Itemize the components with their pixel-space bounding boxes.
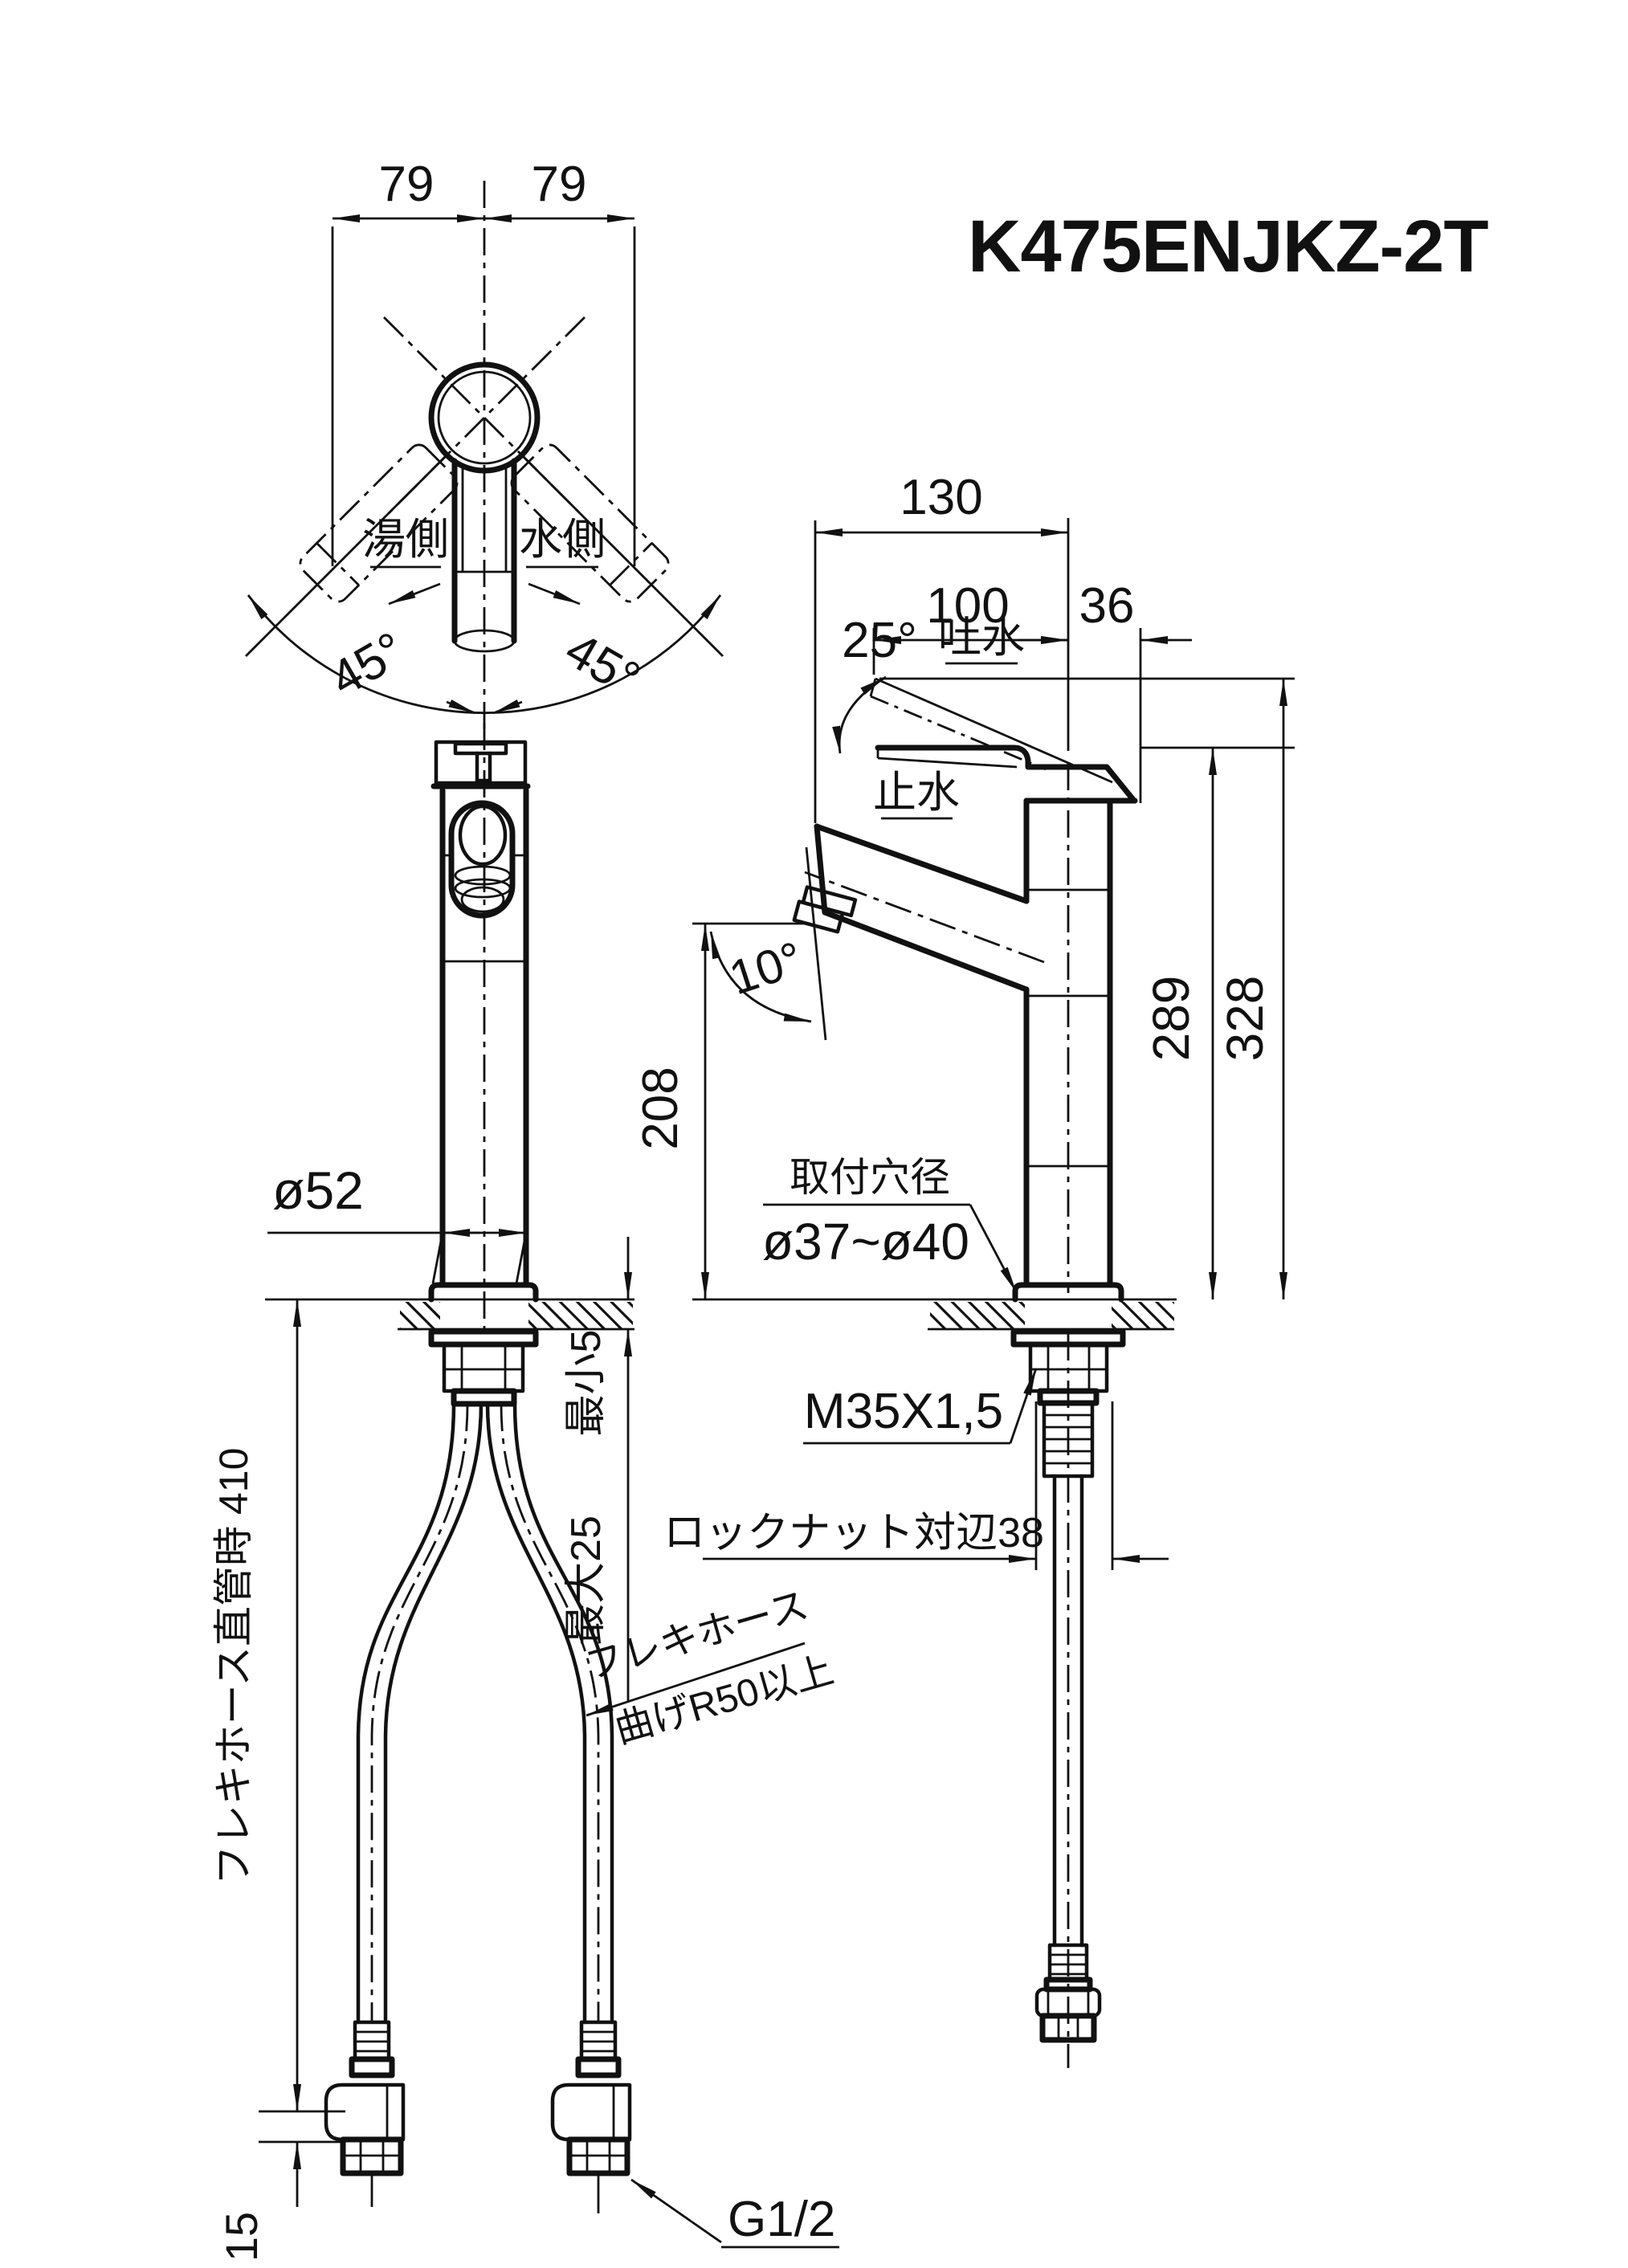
- thread-g12: G1/2: [728, 2192, 835, 2247]
- side-view: 130 100 36 25° 吐水 止水: [633, 470, 1295, 2068]
- dim-15: 15: [216, 2212, 267, 2262]
- dim-328: 328: [1216, 976, 1274, 1062]
- dim-hole-dia: ø37~ø40: [762, 1213, 969, 1271]
- label-cold-side: 水側: [519, 516, 606, 564]
- dim-thread-m35: M35X1,5: [804, 1384, 1003, 1439]
- label-stop: 止水: [873, 769, 960, 817]
- label-hot-side: 湯側: [362, 516, 449, 564]
- hose-fitting-right: [550, 2020, 632, 2213]
- dim-208: 208: [633, 1067, 688, 1149]
- angle-10: 10°: [723, 932, 809, 1006]
- label-discharge: 吐水: [938, 614, 1025, 662]
- model-number: K475ENJKZ-2T: [968, 206, 1488, 288]
- dim-hose-straight-410: フレキホース直管時 410: [211, 1448, 256, 1886]
- angle-45-right: 45°: [556, 622, 649, 708]
- dim-79-right: 79: [532, 157, 587, 212]
- dim-locknut-38: ロックナット対辺38: [663, 1510, 1044, 1556]
- dim-289: 289: [1142, 976, 1200, 1062]
- top-view: 79 79 45° 45° 湯側: [245, 157, 724, 735]
- dim-dia52: ø52: [272, 1161, 364, 1220]
- angle-45-left: 45°: [321, 622, 414, 708]
- dim-36: 36: [1079, 578, 1135, 634]
- label-mount-hole: 取付穴径: [790, 1155, 950, 1200]
- dim-min5: 最小5: [563, 1330, 610, 1437]
- front-view: ø52: [267, 723, 539, 1333]
- dim-100: 100: [926, 578, 1009, 634]
- angle-25: 25°: [842, 613, 917, 668]
- dim-79-left: 79: [379, 157, 435, 212]
- dim-max25: 最大25: [563, 1515, 610, 1646]
- front-under-counter: フレキホース直管時 410 15 最小5 最大25 フレキホース 曲げR50以上…: [211, 1237, 839, 2262]
- counter-section: [265, 1298, 1177, 1331]
- dim-130: 130: [900, 470, 982, 525]
- hose-fitting-left: [324, 2020, 406, 2207]
